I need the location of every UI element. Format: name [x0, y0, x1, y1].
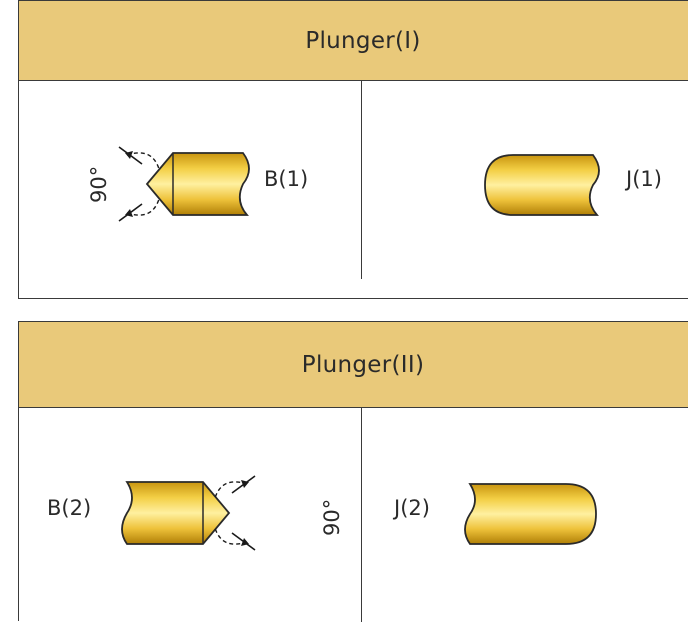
plunger-body — [464, 483, 597, 545]
arrow-tip — [125, 209, 133, 217]
angle-arc — [214, 527, 248, 545]
angle-arc — [214, 481, 248, 499]
j-type-plunger-icon — [464, 483, 597, 545]
angle-arc — [126, 198, 160, 216]
plunger-label: B(1) — [264, 167, 309, 191]
panel-header: Plunger(I) — [19, 1, 688, 81]
j-type-plunger-icon — [484, 154, 600, 216]
arrow-tip — [125, 151, 133, 159]
plunger-body — [484, 154, 600, 216]
panel-title: Plunger(I) — [305, 27, 421, 54]
plunger-body — [145, 152, 250, 216]
arrow-tip — [241, 538, 249, 546]
plunger-panel-1: Plunger(I) 90° B(1) J(1) — [18, 0, 688, 299]
cell-divider — [361, 408, 362, 622]
b-type-plunger-icon — [121, 475, 256, 551]
panel-header: Plunger(II) — [19, 322, 688, 408]
cell-divider — [361, 81, 362, 279]
plunger-label: J(2) — [394, 496, 430, 520]
panel-title: Plunger(II) — [301, 351, 425, 378]
plunger-label: J(1) — [626, 167, 662, 191]
plunger-label: B(2) — [47, 496, 92, 520]
angle-label: 90° — [87, 165, 111, 203]
panel-row: 90° B(1) J(1) — [19, 81, 688, 279]
plunger-panel-2: Plunger(II) B(2) 90° J(2) — [18, 321, 688, 622]
angle-arc — [126, 152, 160, 170]
panel-row: B(2) 90° J(2) — [19, 408, 688, 622]
plunger-body — [121, 481, 231, 545]
angle-label: 90° — [320, 498, 344, 536]
arrow-tip — [241, 480, 249, 488]
b-type-plunger-icon — [118, 146, 250, 222]
